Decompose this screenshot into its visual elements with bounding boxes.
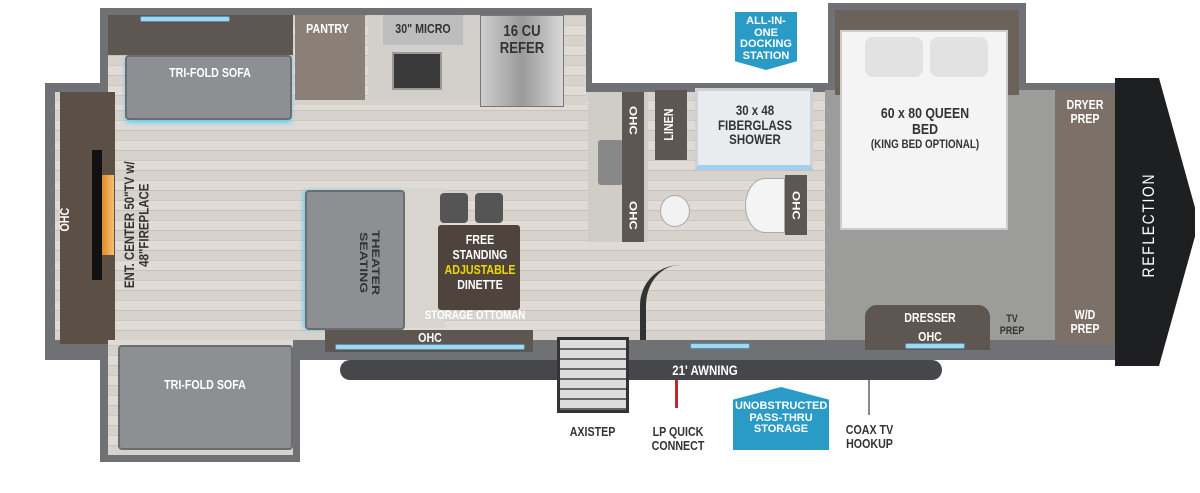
bed-note-label: (KING BED OPTIONAL)	[870, 137, 980, 151]
pillow	[930, 37, 988, 77]
axistep-label: AXISTEP	[569, 424, 616, 439]
fireplace	[102, 175, 114, 255]
ohc-bath-label-3: OHC	[789, 190, 803, 220]
lp-connector	[675, 380, 678, 408]
theater-seating-label: THEATER SEATING	[357, 229, 383, 296]
bed-label: 60 x 80 QUEEN BED	[880, 105, 970, 138]
dinette-seat	[438, 225, 520, 310]
theater-seating	[305, 190, 405, 330]
shower	[695, 88, 813, 170]
refrigerator-label: 16 CU REFER	[499, 23, 545, 57]
closet	[1055, 90, 1115, 345]
bath-door	[640, 265, 685, 340]
dinette-label-1: FREE	[465, 232, 495, 247]
axistep	[557, 337, 629, 413]
dresser-ohc-label: OHC	[918, 329, 942, 344]
bar-stool	[475, 193, 503, 223]
bath-sink	[745, 178, 785, 233]
coax-cable	[868, 380, 870, 415]
shower-label: 30 x 48 FIBERGLASS SHOWER	[717, 102, 792, 148]
brand-logo: REFLECTION	[1139, 172, 1158, 278]
awning	[340, 360, 942, 380]
stove	[392, 52, 442, 90]
toilet	[660, 195, 690, 227]
tv	[92, 150, 102, 280]
bar-stool	[440, 193, 468, 223]
tri-fold-sofa-top	[125, 55, 292, 120]
microwave	[383, 15, 463, 45]
dresser-label: DRESSER	[904, 310, 956, 325]
docking-station-callout: ALL-IN-ONE DOCKING STATION	[735, 12, 797, 70]
dinette-label-4: DINETTE	[457, 277, 503, 292]
ohc-cabinet	[622, 92, 644, 242]
linen-cabinet	[655, 90, 687, 160]
tri-fold-sofa-bottom	[118, 345, 293, 450]
ohc-bath-label-2: OHC	[626, 200, 640, 230]
lp-quick-connect-label: LP QUICK CONNECT	[651, 424, 705, 453]
wd-prep-label: W/D PREP	[1070, 307, 1100, 336]
ohc-bath-label-1: OHC	[626, 105, 640, 135]
window	[140, 16, 230, 22]
window	[690, 343, 750, 349]
dinette-label-2: STANDING	[452, 247, 508, 262]
pillow	[865, 37, 923, 77]
storage-ottoman-label: STORAGE OTTOMAN	[424, 308, 526, 322]
dresser	[865, 305, 990, 350]
ohc-cabinet	[785, 175, 807, 235]
window	[335, 344, 525, 350]
bottom-ohc-label: OHC	[418, 330, 442, 345]
tv-prep-label: TV PREP	[999, 313, 1025, 337]
awning-label: 21' AWNING	[672, 362, 738, 378]
tri-fold-sofa-top-label: TRI-FOLD SOFA	[169, 65, 251, 80]
linen-label: LINEN	[661, 109, 676, 141]
tri-fold-sofa-bottom-label: TRI-FOLD SOFA	[164, 377, 246, 392]
pass-thru-storage-callout: UNOBSTRUCTED PASS-THRU STORAGE	[733, 387, 829, 450]
pantry-label: PANTRY	[306, 21, 349, 36]
dinette-label-3: ADJUSTABLE	[444, 262, 516, 277]
ohc-left-label: OHC	[57, 208, 72, 232]
sink	[598, 140, 623, 185]
pantry	[295, 15, 365, 100]
coax-tv-hookup-label: COAX TV HOOKUP	[845, 422, 894, 451]
window	[905, 343, 965, 349]
refrigerator	[480, 15, 564, 107]
ent-center-label: ENT. CENTER 50"TV w/ 48"FIREPLACE	[121, 161, 152, 289]
dryer-prep-label: DRYER PREP	[1066, 97, 1104, 126]
microwave-label: 30" MICRO	[395, 21, 451, 36]
